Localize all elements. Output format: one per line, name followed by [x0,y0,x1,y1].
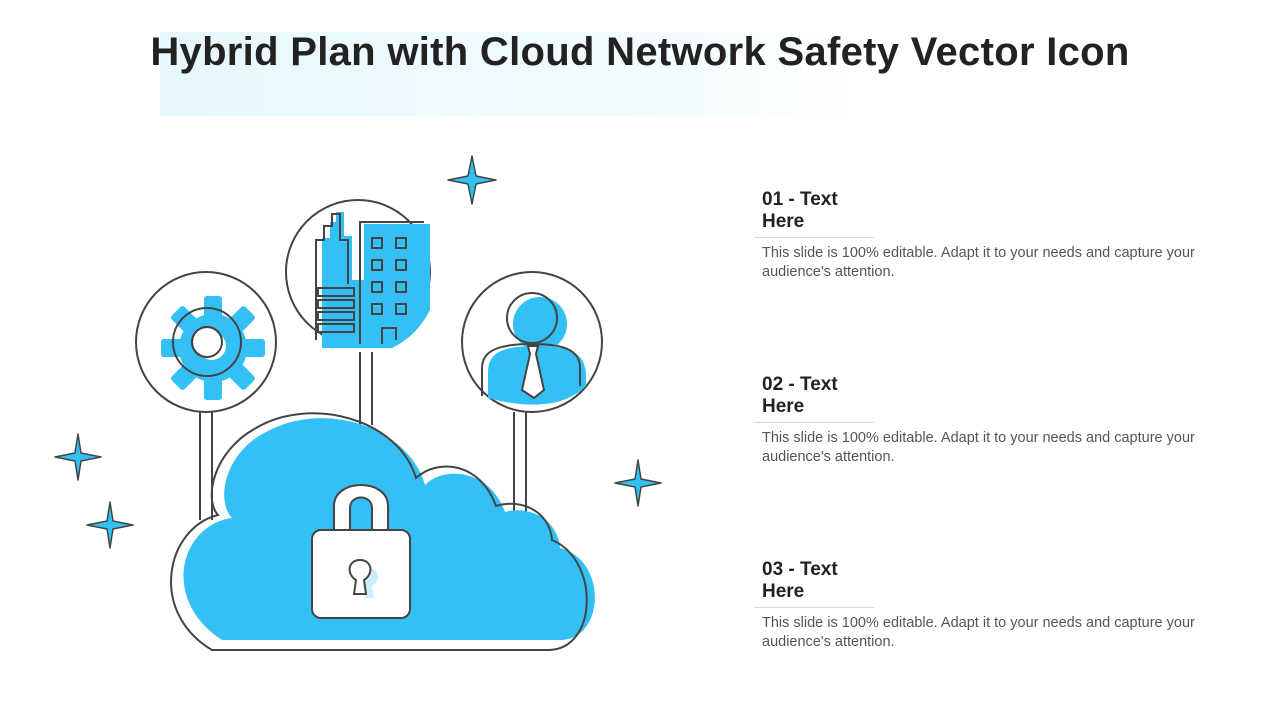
cloud-network-illustration [54,155,662,651]
item-description: This slide is 100% editable. Adapt it to… [762,245,1195,280]
item-heading: 02 - Text Here [754,374,874,423]
user-node [461,271,603,413]
text-item-2: 02 - Text Here This slide is 100% editab… [754,374,1214,467]
text-item-3: 03 - Text Here This slide is 100% editab… [754,559,1214,652]
gear-icon [161,296,265,400]
building-node [285,199,431,348]
building-icon [315,212,430,348]
user-icon [481,292,586,405]
gear-node [135,271,277,413]
title-highlight-band [160,32,860,116]
slide-title: Hybrid Plan with Cloud Network Safety Ve… [150,30,1130,74]
item-description: This slide is 100% editable. Adapt it to… [762,615,1195,650]
connector-lines [199,352,527,520]
padlock-icon [311,484,411,619]
sparkle-icon [54,155,662,549]
text-item-1: 01 - Text Here This slide is 100% editab… [754,189,1214,282]
item-description: This slide is 100% editable. Adapt it to… [762,430,1195,465]
item-heading: 01 - Text Here [754,189,874,238]
item-heading: 03 - Text Here [754,559,874,608]
